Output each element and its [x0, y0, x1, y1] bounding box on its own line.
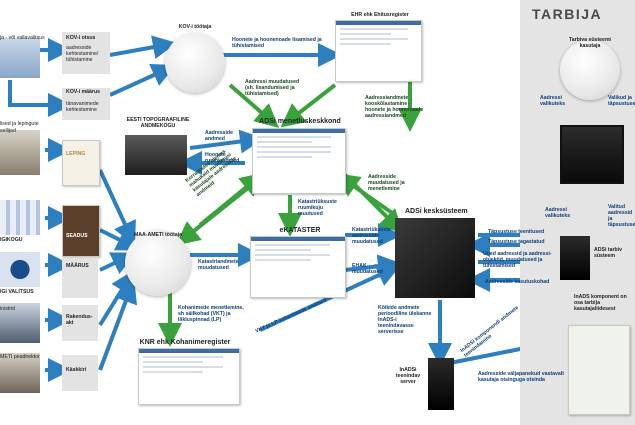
org-city-label: ja - või vallavalitsus — [0, 35, 45, 41]
implementing-act-label: Rakendus-akt — [66, 314, 93, 326]
org-parliament-label: IGIKOGU — [0, 237, 23, 243]
org-contracts-label: lised ja lepingute — [0, 121, 39, 127]
regulation-label: MÄÄRUS — [66, 263, 89, 269]
inads-component-label: InADS komponent on osa tarbija kasutajal… — [574, 294, 627, 312]
adsi-core-title: ADSi kesksüsteem — [405, 208, 468, 215]
kov-decision-box — [62, 32, 110, 74]
label-addr-selection: Aadressi valikuteks — [540, 95, 566, 107]
street-setting-label: tänavanimede kehtestamine — [66, 101, 99, 113]
kov-regulation-label: KOV-i määrus — [66, 89, 101, 95]
knr-title: KNR ehk Kohanimeregister — [139, 339, 231, 346]
kov-decision-label: KOV-i otsus — [66, 35, 96, 41]
contract-signers-photo — [0, 130, 40, 175]
ekataster-title: eKATASTER — [279, 227, 321, 234]
kov-regulation-box — [62, 88, 110, 120]
adsi-app-screen — [252, 128, 346, 194]
ekataster-screen — [250, 236, 346, 298]
label-used-addr: Aadresside kasutuskohad — [485, 279, 550, 285]
label-search-results: Aadresside väljapanekud vastavalt kasuta… — [478, 371, 564, 383]
blue-arrows — [8, 35, 618, 382]
green-arrows — [158, 55, 422, 347]
implementing-act-box — [62, 305, 98, 341]
label-building-ground: Hoonete ruumiandmed — [205, 152, 240, 164]
parliament-logo — [0, 200, 40, 235]
label-choices: Valikud ja täpsustused — [608, 95, 635, 107]
law-book-label: SEADUS — [66, 233, 88, 239]
directive-label: Käskkiri — [66, 367, 87, 373]
kov-worker-label: KOV-i töötaja — [178, 24, 212, 30]
label-all-data: Kõikide andmete perioodiline ülekanne In… — [378, 305, 432, 335]
label-core-changes: Aadresside muudatused ja menetlemine — [368, 174, 405, 192]
kov-worker-circle — [165, 33, 225, 93]
label-requested: Täpsustuse teenitused — [488, 229, 545, 235]
consumer-monitor — [560, 125, 624, 184]
label-changed-addr: Aadressi muudatused (sh. lisandumised ja… — [245, 79, 300, 97]
contract-doc — [62, 140, 100, 186]
inads-server-label: InADSi teenindav server — [395, 367, 421, 385]
maaamet-worker-circle — [125, 230, 191, 296]
inads-map-screen — [568, 325, 630, 415]
atlas-title: EESTI TOPOGRAAFILINE ANDMEKOGU — [126, 117, 190, 129]
ehr-screen — [335, 20, 422, 82]
knr-screen — [138, 348, 240, 405]
label-cad-addr: Katastriüksuste aadresside muudatused — [352, 227, 391, 245]
inads-server — [428, 358, 454, 410]
org-ministers-label: inistrid — [0, 306, 15, 312]
label-ehak: EHAK muudatused — [352, 263, 383, 275]
label-addr-selection-2: Aadressi valikuteks — [545, 207, 571, 219]
city-council-photo — [0, 38, 40, 78]
ehr-title: EHR ehk Ehitusregister — [351, 12, 409, 18]
label-req-data: Täpsustuse tagastatud — [488, 239, 545, 245]
consumer-user-circle — [560, 40, 620, 100]
label-cad-data: Katastriandmete muudatused — [198, 259, 239, 271]
consumer-system-server — [560, 236, 590, 280]
law-book — [62, 205, 100, 257]
addr-setting-label: aadresside kehtestamine/ tühistamine — [66, 45, 99, 63]
org-director-label: METI peadirektor — [0, 354, 40, 360]
label-new-objects: Uued aadressid ja aadressi-objektid, muu… — [483, 251, 552, 269]
label-address-data: Aadresside andmed — [205, 130, 233, 142]
maaamet-worker-label: MAA-AMETI töötaja — [133, 232, 183, 238]
label-cad-spatial: Katastriüksuste ruumikuju muutused — [298, 199, 337, 217]
label-names: Kohanimede menetlemine, sh säilkohad (VK… — [178, 305, 244, 323]
ministers-photo — [0, 303, 40, 343]
government-logo — [0, 252, 40, 287]
regulation-box — [62, 258, 98, 298]
org-contracts-label-2: sellijad — [0, 128, 16, 134]
director-photo — [0, 353, 40, 393]
org-government-label: IGI VALITSUS — [0, 289, 34, 295]
contract-doc-label: LEPING — [66, 151, 86, 157]
directive-box — [62, 355, 98, 391]
atlas-server — [125, 135, 187, 175]
label-chosen-addr: Valitud aadressid ja täpsustused — [608, 204, 635, 228]
consumer-system-label: ADSi tarbiv süsteem — [594, 247, 622, 259]
consumer-user-label: Tarbiva süsteemi kasutaja — [569, 37, 611, 49]
adsi-core-server — [395, 218, 475, 298]
adsi-app-title: ADSi menetluskeskkond — [259, 118, 341, 125]
consumer-panel-title: TARBIJA — [532, 6, 603, 22]
label-building-addr: Aadressiandmete kooskõlastamine - hoonet… — [365, 95, 424, 119]
label-buildings: Hoonete ja hoonenoade lisamised ja tühis… — [232, 37, 322, 49]
